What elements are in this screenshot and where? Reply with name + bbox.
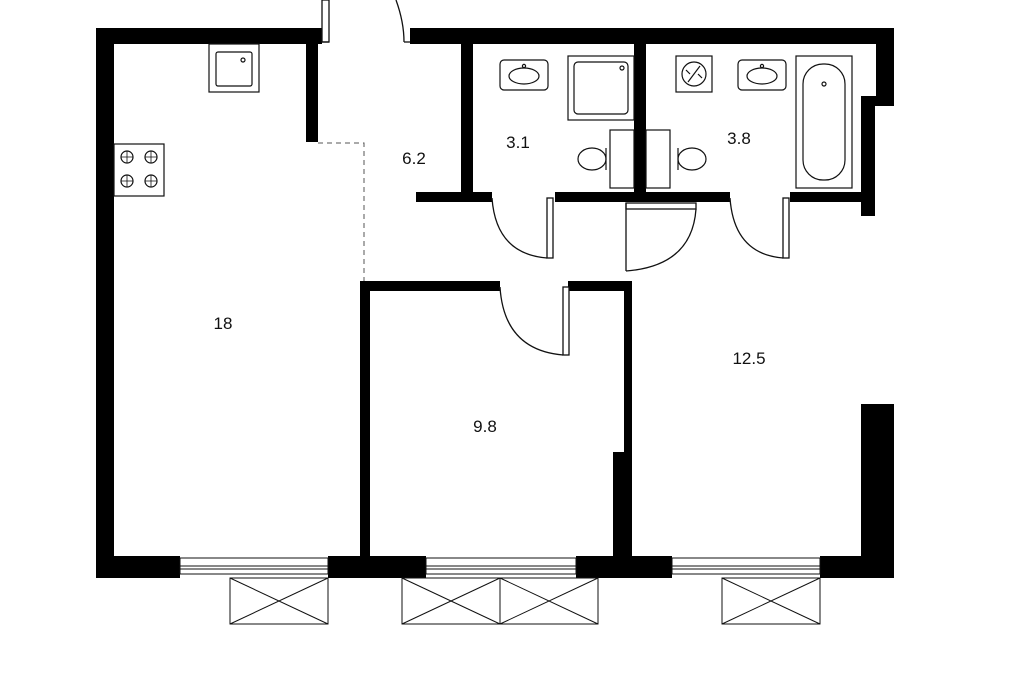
toilet-icon — [577, 129, 635, 189]
room-area-bedroom-small: 9.8 — [473, 417, 497, 436]
washing-machine-icon — [675, 55, 713, 93]
bathroom-2-door[interactable] — [729, 197, 790, 259]
room-area-living-kitchen: 18 — [214, 314, 233, 333]
room-area-hallway: 6.2 — [402, 149, 426, 168]
window-bedroom-large — [671, 557, 821, 575]
window-bedroom-small — [425, 557, 577, 575]
room-area-bathroom-1: 3.1 — [506, 133, 530, 152]
entrance-door[interactable] — [321, 0, 410, 43]
shower-tray-icon — [567, 55, 635, 121]
washbasin-icon — [737, 59, 787, 91]
hallway-door[interactable] — [625, 202, 697, 272]
bedroom-small-door[interactable] — [499, 286, 570, 356]
kitchen-sink-icon — [208, 43, 260, 93]
interior-walls — [306, 44, 870, 558]
zone-divider-dashed — [318, 142, 365, 281]
balcony-bedroom-small — [401, 577, 599, 625]
cooktop-icon — [113, 143, 165, 197]
balcony-living — [229, 577, 329, 625]
balcony-bedroom-large — [721, 577, 821, 625]
toilet-icon — [645, 129, 707, 189]
bathroom-1-door[interactable] — [491, 197, 554, 259]
exterior-walls — [96, 28, 894, 578]
bathtub-icon — [795, 55, 853, 189]
window-living — [179, 557, 329, 575]
room-area-bedroom-large: 12.5 — [732, 349, 765, 368]
washbasin-icon — [499, 59, 549, 91]
room-area-bathroom-2: 3.8 — [727, 129, 751, 148]
